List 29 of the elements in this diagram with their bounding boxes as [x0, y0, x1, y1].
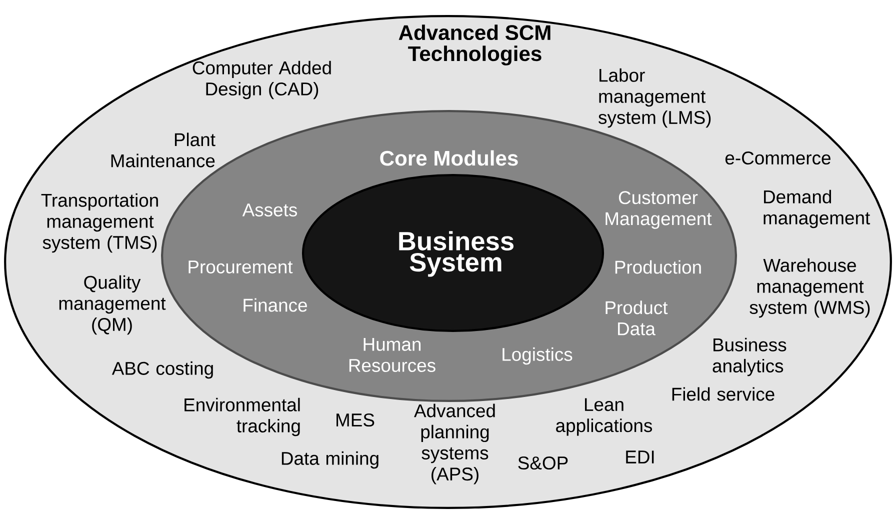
module-label: Computer Added Design (CAD): [192, 60, 331, 100]
module-label: Labor management system (LMS): [598, 68, 711, 128]
module-label: Finance: [244, 298, 307, 312]
module-label: Data mining: [282, 451, 378, 469]
module-label: e-Commerce: [725, 151, 830, 165]
module-label: EDI: [626, 450, 654, 464]
module-label: Product Data: [606, 300, 668, 336]
module-label: Transportation management system (TMS): [41, 193, 158, 253]
module-label: Production: [615, 260, 701, 274]
module-label: Logistics: [502, 347, 572, 365]
module-label: S&OP: [518, 456, 568, 470]
module-label: Human Resources: [349, 338, 436, 372]
module-label: ABC costing: [112, 361, 213, 379]
module-label: Advanced planning systems (APS): [414, 404, 495, 484]
ring-heading: Core Modules: [380, 150, 518, 166]
module-label: Demand management: [764, 190, 870, 228]
ring-heading: Advanced SCM Technologies: [398, 24, 550, 66]
module-label: Lean applications: [556, 398, 652, 436]
module-label: Customer Management: [606, 191, 712, 229]
module-label: Quality management (QM): [59, 275, 166, 335]
module-label: Plant Maintenance: [111, 132, 216, 168]
core-label: Business System: [399, 231, 514, 277]
module-label: Assets: [242, 204, 297, 216]
module-label: MES: [336, 413, 374, 427]
module-label: Business analytics: [712, 338, 786, 376]
module-label: Procurement: [188, 260, 293, 274]
module-label: Warehouse management system (WMS): [750, 258, 870, 318]
module-label: Field service: [672, 387, 774, 401]
module-label: Environmental tracking: [184, 398, 300, 436]
